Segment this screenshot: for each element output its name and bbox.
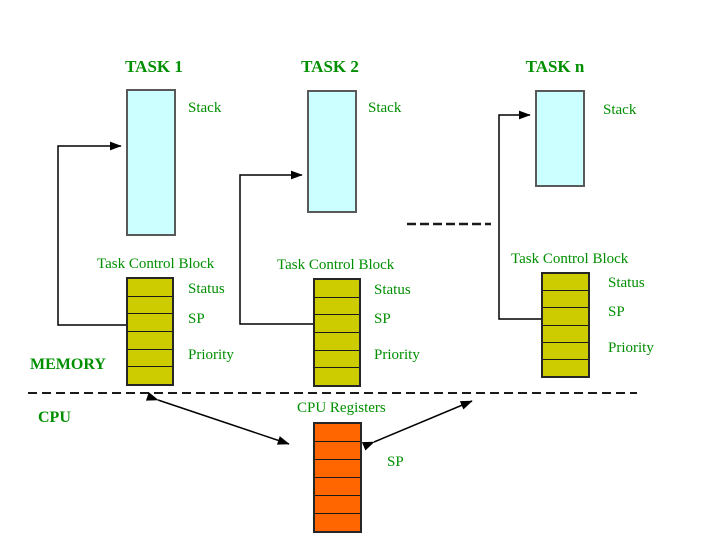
task-1-field-status: Status [188,281,225,297]
tcb-cell [128,367,172,384]
task-2-field-status: Status [374,282,411,298]
task-1-stack-label: Stack [188,100,222,116]
tcb-cell [543,326,588,343]
arrow-tcb2-sp-to-stack2 [239,170,313,325]
tcb-cell [543,274,588,292]
tcb-cell [543,291,588,309]
tcb-cell [543,343,588,360]
tcb-cell [128,332,172,350]
tcb-cell [128,350,172,368]
task-n-field-priority: Priority [608,340,654,356]
tcb-cell [315,368,359,385]
tcb-cell [543,308,588,326]
task-2-stack-rect [307,90,357,213]
cpu-sp-label: SP [387,454,404,470]
cpu-region-label: CPU [38,409,71,426]
task-2-stack-label: Stack [368,100,402,116]
task-1-field-priority: Priority [188,347,234,363]
tcb-cell [128,279,172,297]
cpu-registers-title: CPU Registers [297,400,386,416]
arrow-cpu-registers-to-tcb1 [145,392,290,445]
arrow-tcb1-sp-to-stack1 [57,141,127,326]
task-n-tcb-title: Task Control Block [511,251,629,267]
cpu-register-cell [315,496,360,514]
task-1-field-sp: SP [188,311,205,327]
tcb-cell [315,298,359,316]
tcb-cell [128,314,172,333]
task-2-field-priority: Priority [374,347,420,363]
cpu-register-cell [315,442,360,460]
task-2-title: TASK 2 [301,57,359,76]
cpu-register-cell [315,514,360,531]
tcb-cell [315,280,359,298]
task-n-tcb-block [541,272,590,378]
cpu-register-cell [315,478,360,496]
task-2-tcb-title: Task Control Block [277,257,395,273]
task-n-title: TASK n [525,57,585,76]
tcb-cell [315,351,359,369]
cpu-registers-block [313,422,362,533]
cpu-register-cell [315,424,360,442]
task-n-field-sp: SP [608,304,625,320]
task-1-tcb-block [126,277,174,386]
task-n-field-status: Status [608,275,645,291]
tcb-cell [128,297,172,315]
cpu-register-cell [315,460,360,478]
task-2-field-sp: SP [374,311,391,327]
task-n-stack-rect [535,90,585,187]
tcb-cell [315,333,359,351]
task-1-title: TASK 1 [125,57,183,76]
task-2-tcb-block [313,278,361,387]
tcb-cell [543,360,588,376]
tcb-cell [315,315,359,334]
task-1-stack-rect [126,89,176,236]
arrow-cpu-registers-to-tcbn [361,400,473,451]
task-n-stack-label: Stack [603,102,637,118]
task-1-tcb-title: Task Control Block [97,256,215,272]
memory-region-label: MEMORY [30,356,106,373]
